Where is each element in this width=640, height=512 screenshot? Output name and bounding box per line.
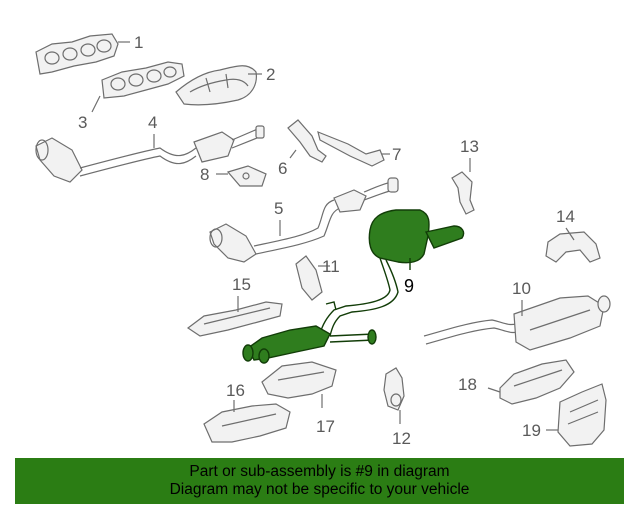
callout-13: 13 — [460, 137, 479, 156]
notice-banner: Part or sub-assembly is #9 in diagram Di… — [15, 458, 624, 504]
part-16-heat-shield[interactable] — [203, 403, 291, 443]
callout-15: 15 — [232, 275, 251, 294]
part-8-mount[interactable] — [226, 165, 267, 187]
callout-19: 19 — [522, 421, 541, 440]
part-18-heat-shield[interactable] — [499, 359, 575, 405]
part-3-manifold-gasket[interactable] — [101, 61, 185, 99]
part-13-hanger[interactable] — [451, 171, 475, 215]
callout-14: 14 — [556, 207, 575, 226]
callout-12: 12 — [392, 429, 411, 448]
callout-2: 2 — [266, 65, 275, 84]
part-5-front-pipe-converter[interactable] — [209, 177, 399, 263]
part-17-heat-shield[interactable] — [261, 361, 337, 399]
callout-3: 3 — [78, 113, 87, 132]
callout-8: 8 — [200, 165, 209, 184]
part-6-bracket[interactable] — [287, 119, 327, 163]
callout-11: 11 — [322, 257, 340, 276]
part-9-intermediate-pipe-muffler[interactable] — [242, 209, 465, 364]
part-11-bracket[interactable] — [295, 255, 323, 301]
part-14-hanger-bracket[interactable] — [545, 231, 601, 263]
callout-1: 1 — [134, 33, 143, 52]
callout-7: 7 — [392, 145, 401, 164]
part-4-front-pipe-converter[interactable] — [35, 125, 265, 183]
callout-5: 5 — [274, 199, 283, 218]
callout-10: 10 — [512, 279, 531, 298]
callout-17: 17 — [316, 417, 335, 436]
part-12-clamp[interactable] — [383, 367, 405, 411]
callout-6: 6 — [278, 159, 287, 178]
exhaust-parts-diagram: 1 3 2 4 6 7 8 — [35, 33, 611, 448]
callout-18: 18 — [458, 375, 477, 394]
banner-line-1: Part or sub-assembly is #9 in diagram — [189, 463, 450, 480]
callout-4: 4 — [148, 113, 157, 132]
part-1-manifold-gasket[interactable] — [35, 33, 119, 75]
part-19-heat-shield[interactable] — [557, 383, 607, 447]
callout-16: 16 — [226, 381, 245, 400]
part-7-bracket[interactable] — [317, 131, 385, 167]
part-10-rear-muffler[interactable] — [423, 295, 611, 351]
banner-line-2: Diagram may not be specific to your vehi… — [169, 481, 470, 498]
part-2-exhaust-manifold[interactable] — [175, 65, 257, 106]
callout-9: 9 — [404, 276, 414, 296]
part-15-heat-shield[interactable] — [186, 301, 283, 337]
